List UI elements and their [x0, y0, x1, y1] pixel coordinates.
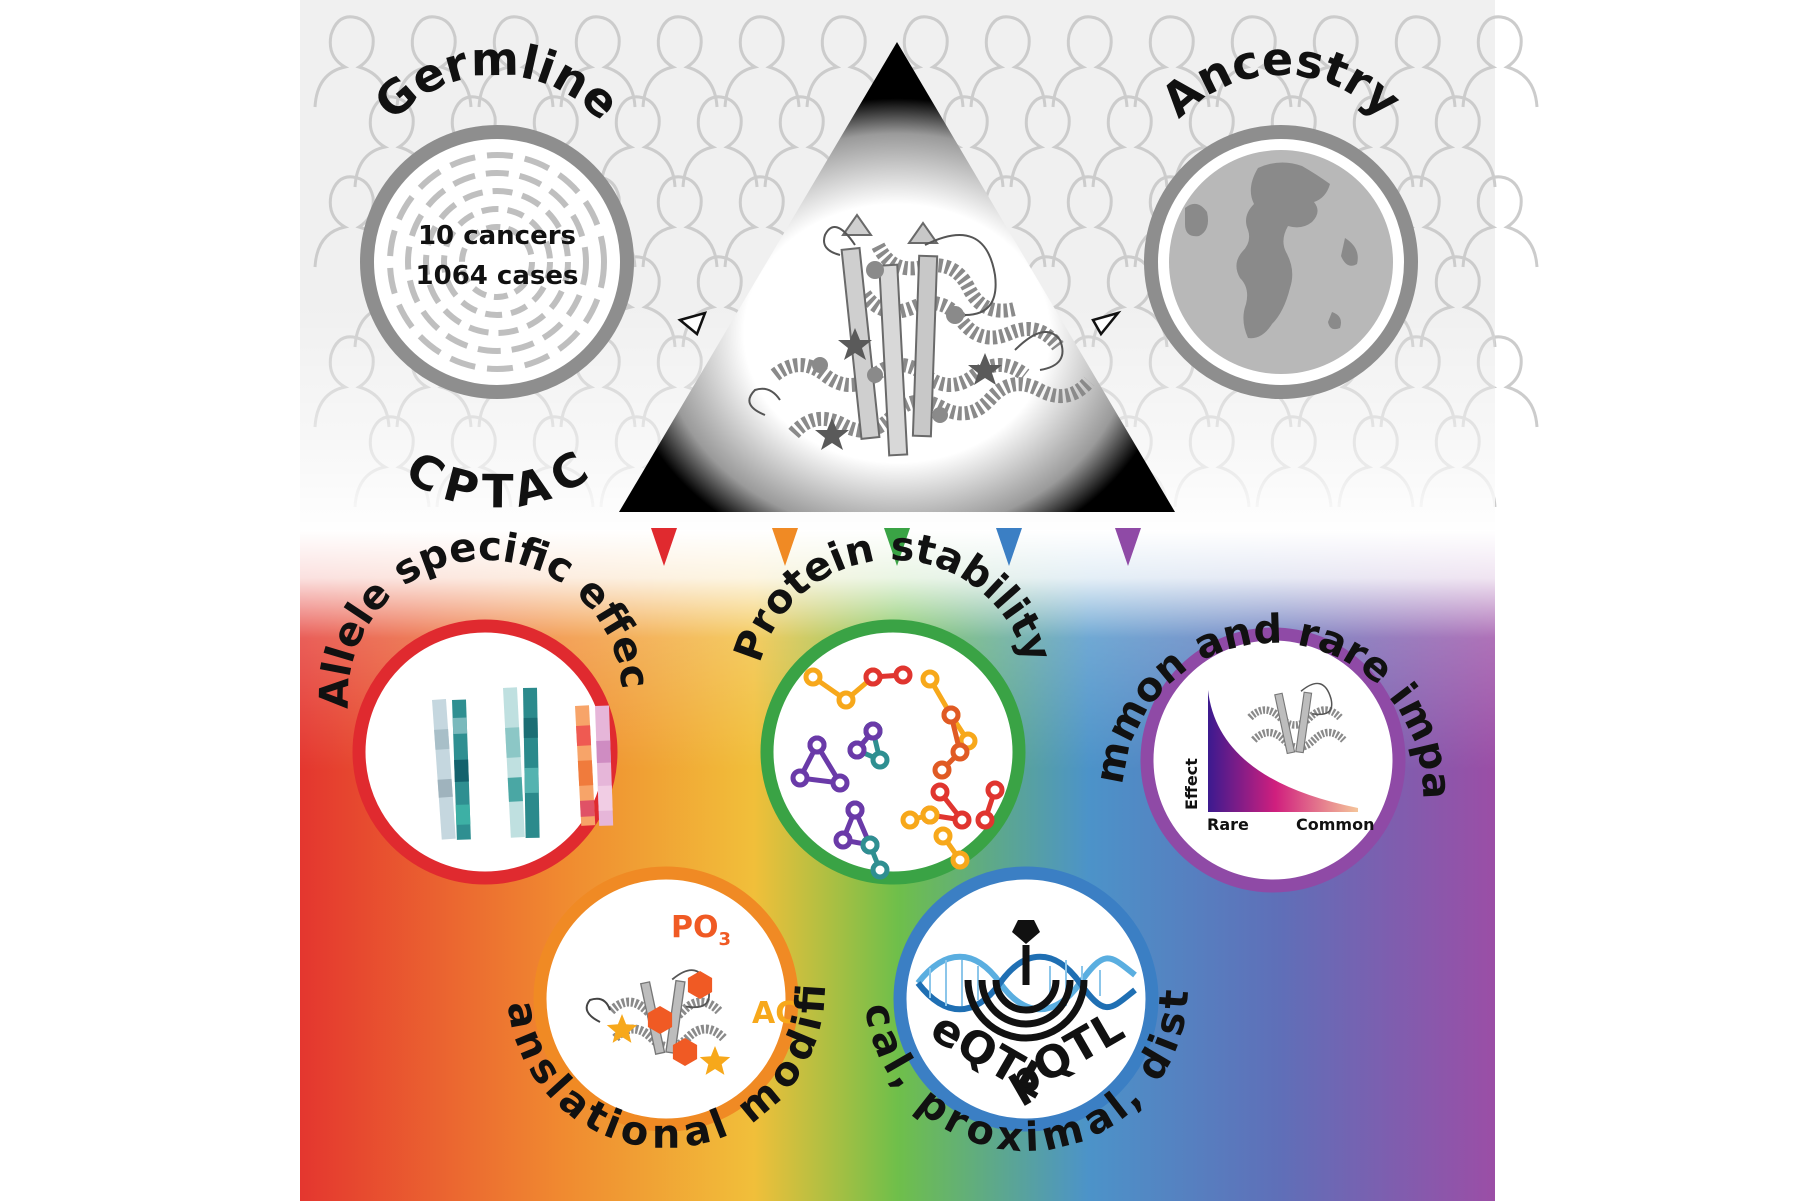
modification-markers [606, 971, 731, 1075]
person-silhouette [313, 175, 391, 268]
person-silhouette [1337, 95, 1415, 188]
pointer-arrow [1115, 528, 1141, 566]
person-silhouette [1051, 15, 1129, 108]
dna-helix-pattern [387, 152, 607, 372]
phosphate-hexagon [672, 1038, 698, 1066]
person-silhouette [1461, 15, 1539, 108]
stability-ring [760, 619, 1026, 885]
molecule-atom [985, 780, 1005, 800]
molecule-atom [952, 810, 972, 830]
molecule-atom [900, 810, 920, 830]
phosphate-hexagon [647, 1006, 673, 1034]
pointer-arrow [996, 528, 1022, 566]
person-silhouette [1215, 15, 1293, 108]
common-rare-ring [1140, 627, 1406, 893]
pointer-arrows [651, 528, 1141, 566]
molecule-network-icon [790, 665, 1005, 880]
molecule-atom [932, 760, 952, 780]
molecule-atom [930, 782, 950, 802]
molecule-atom [950, 742, 970, 762]
molecule-atom [863, 721, 883, 741]
common-axis-label: Common [1296, 815, 1374, 834]
modified-protein-icon [585, 970, 724, 1054]
person-silhouette [1051, 175, 1129, 268]
molecule-atom [833, 830, 853, 850]
person-silhouette [969, 15, 1047, 108]
person-silhouette [1009, 95, 1087, 188]
germline-stat-cases: 1064 cases [416, 261, 579, 291]
molecule-atom [893, 665, 913, 685]
person-silhouette [641, 175, 719, 268]
molecule-atom [941, 705, 961, 725]
molecule-atom [845, 800, 865, 820]
molecule-bond [839, 809, 875, 849]
molecule-atom [870, 750, 890, 770]
molecule-atom [863, 667, 883, 687]
ancestry-pointer-arrow [1091, 310, 1122, 337]
person-silhouette [805, 15, 883, 108]
molecule-atom [920, 669, 940, 689]
person-silhouette [723, 15, 801, 108]
germline-stat-cancers: 10 cancers [418, 221, 576, 251]
protein-structure-icon [748, 213, 1095, 457]
dna-strand-ring [387, 152, 607, 372]
molecule-atom [790, 768, 810, 788]
molecule-atom [803, 667, 823, 687]
molecule-atom [950, 850, 970, 870]
person-silhouette [681, 95, 759, 188]
allele-ring [352, 619, 618, 885]
effect-curve-chart: Effect Rare Common [1182, 683, 1374, 834]
acetyl-star [699, 1046, 731, 1075]
dna-strand-ring [441, 206, 553, 318]
molecule-atom [975, 810, 995, 830]
central-protein-triangle [619, 42, 1175, 512]
phosphate-hexagon [687, 971, 713, 999]
person-silhouette [887, 15, 965, 108]
dna-strand-ring [459, 224, 535, 300]
molecule-bond [796, 743, 845, 787]
germline-pointer-arrow [677, 311, 708, 337]
person-silhouette [353, 95, 431, 188]
pointer-arrow [651, 528, 677, 566]
person-silhouette [599, 95, 677, 188]
pointer-arrow [772, 528, 798, 566]
binding-signal-icon [964, 920, 1088, 1042]
rare-axis-label: Rare [1207, 815, 1249, 834]
molecule-atom [920, 805, 940, 825]
acetyl-star [606, 1014, 638, 1043]
person-silhouette [723, 175, 801, 268]
person-silhouette [395, 15, 473, 108]
person-silhouette [477, 15, 555, 108]
person-silhouette [763, 95, 841, 188]
phosphate-label: PO3 [671, 910, 731, 950]
person-silhouette [1461, 175, 1539, 268]
person-silhouette [1091, 95, 1169, 188]
molecule-atom [807, 735, 827, 755]
molecule-atom [870, 860, 890, 880]
ptm-ring [533, 866, 799, 1132]
qtl-dash: - [1017, 1058, 1035, 1109]
molecule-atom [847, 740, 867, 760]
acetyl-label: AC [752, 996, 797, 1031]
dna-strand-ring [405, 170, 589, 354]
dna-strand-ring [423, 188, 571, 336]
person-silhouette [641, 15, 719, 108]
allele-strips-icon [432, 687, 614, 840]
molecule-atom [933, 826, 953, 846]
effect-axis-label: Effect [1182, 758, 1201, 810]
person-silhouette [1133, 15, 1211, 108]
person-silhouette [313, 15, 391, 108]
molecule-atom [836, 690, 856, 710]
qtl-ring [893, 866, 1159, 1132]
continents-shape [1185, 162, 1358, 339]
person-silhouette [1419, 95, 1497, 188]
molecule-atom [830, 773, 850, 793]
person-silhouette [559, 15, 637, 108]
person-silhouette [1297, 15, 1375, 108]
molecule-atom [860, 835, 880, 855]
pointer-arrow [884, 528, 910, 566]
person-silhouette [1379, 15, 1457, 108]
